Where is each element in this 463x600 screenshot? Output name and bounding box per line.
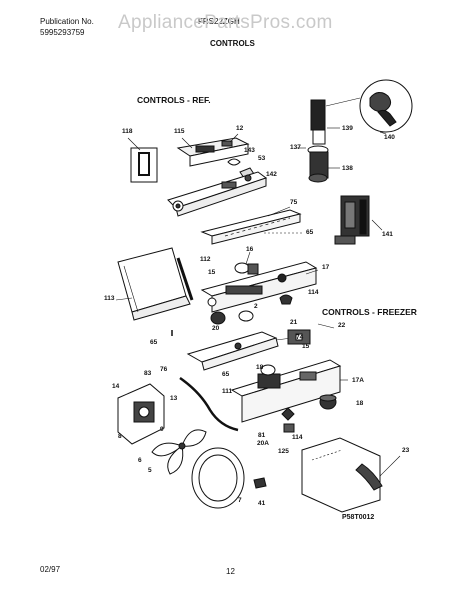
part-wire-harness-111 (179, 376, 239, 432)
callout-label: 65 (306, 229, 314, 236)
callout-label: 9 (160, 426, 164, 433)
callout-label: 112 (200, 256, 211, 263)
part-detail-23 (301, 437, 383, 513)
callout-label: 21 (290, 319, 298, 326)
callout-label: 75 (290, 199, 298, 206)
callout-label: 22 (338, 322, 346, 329)
callout-label: 83 (144, 370, 152, 377)
callout-label: 65 (150, 339, 158, 346)
part-bracket-74 (186, 331, 279, 371)
part-cover-plate-118 (130, 147, 158, 183)
callout-label: 142 (266, 171, 277, 178)
part-damper-141 (334, 195, 370, 245)
callout-label: 115 (174, 128, 185, 135)
callout-label: 17A (352, 377, 364, 384)
part-fan-shroud-7 (191, 447, 245, 509)
part-fan-blade-5 (151, 429, 207, 475)
callout-label: 7 (238, 497, 242, 504)
callout-label: 23 (402, 447, 410, 454)
callout-label: 111 (222, 388, 233, 395)
callout-label: 137 (290, 144, 301, 151)
callout-label: 65 (222, 371, 230, 378)
figure-id: P58T0012 (342, 514, 375, 521)
callout-label: 15 (208, 269, 216, 276)
page-number: 12 (226, 567, 235, 576)
part-detail-140 (359, 79, 413, 133)
section-title-refrigerator: CONTROLS - REF. (137, 95, 211, 105)
callout-label: 20 (212, 325, 220, 332)
callout-label: 143 (244, 147, 255, 154)
callout-label: 125 (278, 448, 289, 455)
part-motor-bracket-13 (117, 383, 165, 445)
callout-label: 118 (122, 128, 133, 135)
callout-label: 76 (160, 366, 168, 373)
callout-label: 17 (322, 264, 330, 271)
page-title: CONTROLS (210, 39, 255, 48)
callout-label: 8 (118, 433, 122, 440)
model-number: FRS22ZGH (198, 17, 240, 26)
part-rod-112 (176, 257, 194, 301)
callout-label: 6 (138, 457, 142, 464)
callout-label: 141 (382, 231, 393, 238)
callout-label: 16 (246, 246, 254, 253)
callout-label: 140 (384, 134, 395, 141)
publication-number: 5995293759 (40, 28, 85, 37)
callout-label: 5 (148, 467, 152, 474)
part-control-housing-17 (200, 261, 318, 313)
callout-label: 138 (342, 165, 353, 172)
callout-label: 18 (256, 364, 264, 371)
part-channel-75 (200, 209, 302, 245)
callout-label: 114 (308, 289, 319, 296)
publication-label: Publication No. (40, 17, 94, 26)
callout-label: 53 (258, 155, 266, 162)
callout-label: 139 (342, 125, 353, 132)
part-plate-113 (117, 247, 191, 321)
section-title-freezer: CONTROLS - FREEZER (322, 307, 417, 317)
callout-label: 2 (254, 303, 258, 310)
callout-label: 74 (296, 334, 304, 341)
part-control-housing-12 (176, 137, 250, 167)
callout-label: 114 (292, 434, 303, 441)
callout-label: 13 (170, 395, 178, 402)
callout-label: 12 (236, 125, 244, 132)
callout-label: 20A (257, 440, 269, 447)
callout-label: 113 (104, 295, 115, 302)
part-control-bracket-142 (167, 171, 268, 217)
watermark: AppliancePartsPros.com (118, 12, 333, 33)
callout-label: 18 (356, 400, 364, 407)
callout-label: 14 (112, 383, 120, 390)
footer-date: 02/97 (40, 565, 61, 574)
callout-label: 81 (258, 432, 266, 439)
part-damper-assembly-137 (307, 99, 329, 183)
callout-label: 15 (302, 343, 310, 350)
callout-label: 41 (258, 500, 266, 507)
part-control-housing-17a (230, 359, 342, 423)
